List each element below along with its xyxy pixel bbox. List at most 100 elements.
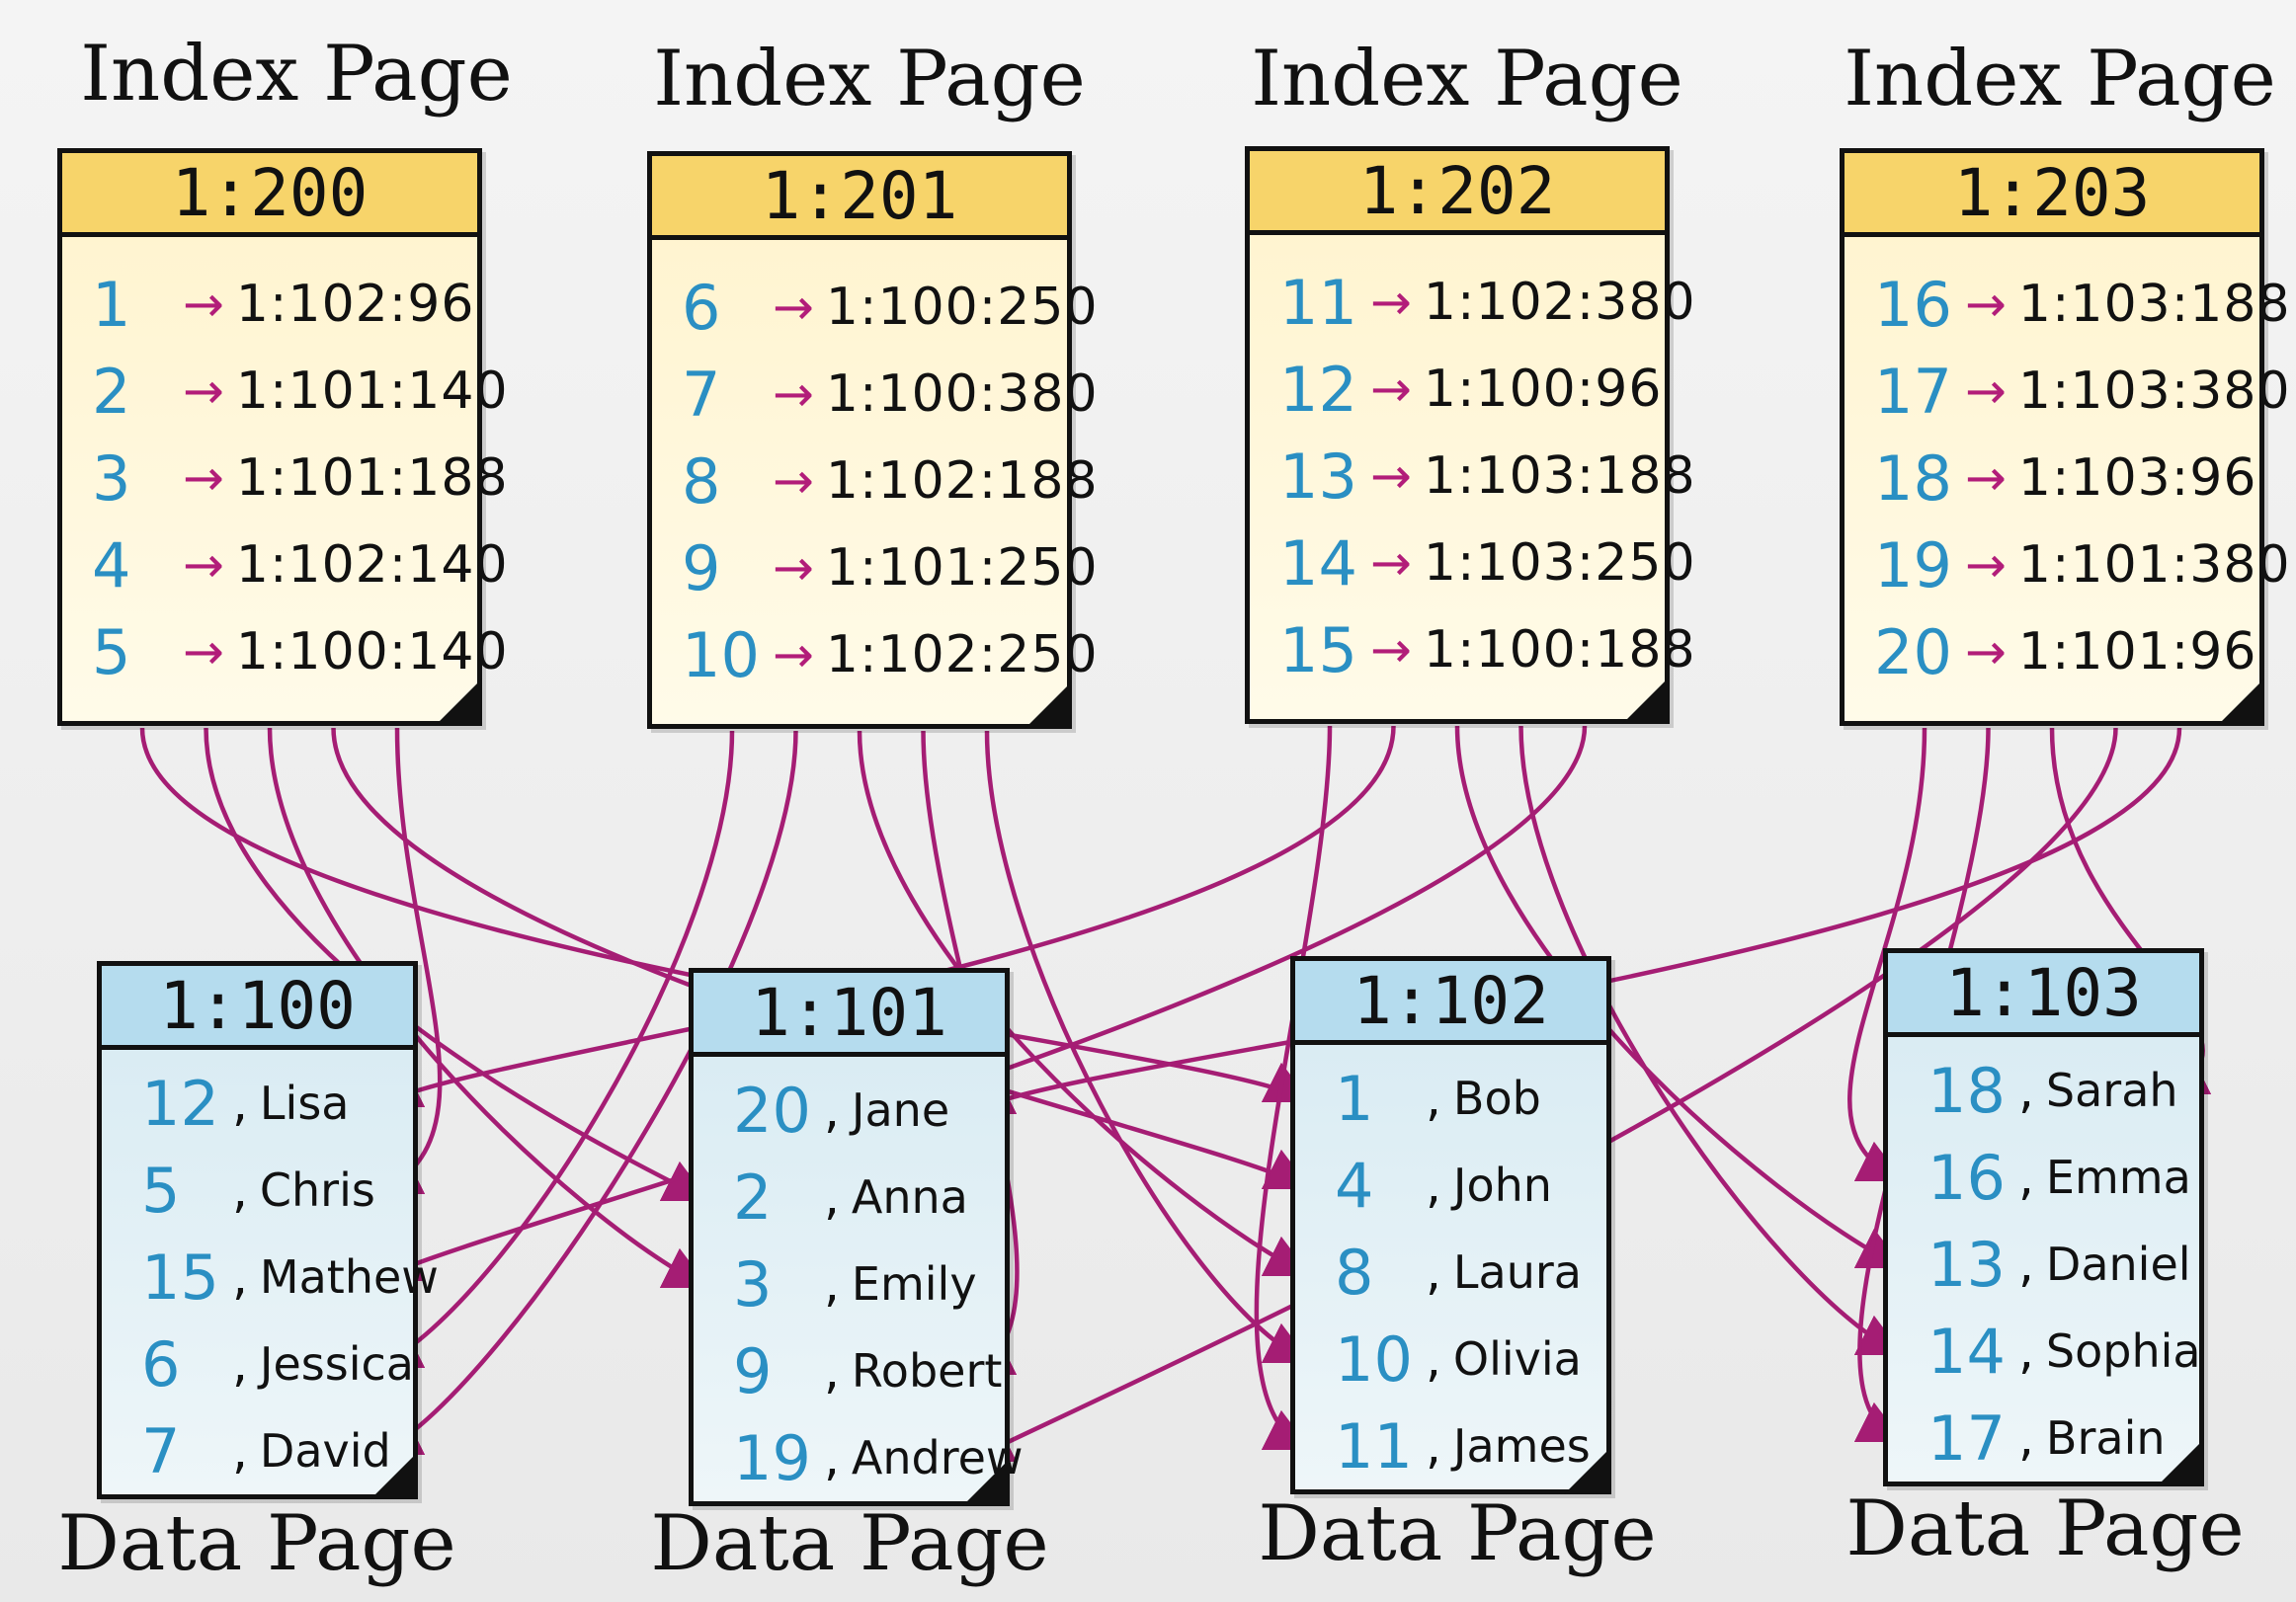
row-name: Emma [2045,1151,2191,1204]
row-key: 9 [733,1334,773,1407]
row-pointer: 1:102:250 [825,625,1099,684]
index-page-1-203: 1:203 16→1:103:188 17→1:103:380 18→1:103… [1840,148,2290,726]
page-fold-icon [2217,679,2264,726]
row-separator: , [2018,1236,2034,1293]
index-key: 1 [92,268,131,341]
data-row: 10,Olivia [1295,1316,1606,1402]
index-key: 10 [682,618,760,691]
row-key: 15 [141,1241,219,1314]
row-key: 2 [733,1161,773,1234]
row-pointer: 1:102:96 [235,275,475,334]
row-key: 17 [1927,1402,2006,1475]
index-key: 3 [92,441,131,515]
row-pointer: 1:100:250 [825,278,1099,337]
index-entry: 4 →1:102:140 [62,521,508,608]
row-key: 18 [1927,1054,2006,1127]
arrow-icon: → [1370,360,1412,418]
row-pointer: 1:102:140 [235,535,509,595]
index-key: 4 [92,528,131,601]
row-pointer: 1:103:188 [1423,446,1696,506]
arrow-icon: → [1965,362,2007,420]
arrow-icon: → [1370,447,1412,505]
arrow-icon: → [773,452,814,510]
index-key: 13 [1279,440,1357,513]
data-row: 12,Lisa [102,1060,413,1147]
row-pointer: 1:100:380 [825,364,1099,424]
data-row: 5,Chris [102,1147,413,1234]
index-entry: 5→1:100:140 [62,608,508,695]
data-row: 13,Daniel [1888,1221,2199,1308]
data-page-caption: Data Page [650,1499,1049,1588]
row-key: 11 [1335,1409,1413,1482]
row-pointer: 1:101:188 [235,448,509,508]
index-key: 16 [1874,268,1952,341]
index-page-id: 1:203 [1845,153,2259,237]
index-page-1-202: 1:202 11→1:102:380 12→1:100:96 13→1:103:… [1245,146,1695,724]
row-key: 13 [1927,1228,2006,1301]
arrow-icon: → [1965,536,2007,594]
row-pointer: 1:101:96 [2017,622,2257,681]
row-separator: , [1426,1243,1441,1301]
row-pointer: 1:101:250 [825,538,1099,598]
data-page-1-103: 1:103 18,Sarah 16,Emma 13,Daniel 14,Soph… [1883,948,2204,1486]
arrow-icon: → [183,276,224,333]
row-key: 20 [733,1074,811,1147]
row-name: Sarah [2045,1064,2178,1117]
row-key: 1 [1335,1062,1374,1135]
row-separator: , [1426,1070,1441,1127]
index-page-caption: Index Page [653,35,1086,123]
row-name: David [259,1424,391,1478]
index-entry: 6 →1:100:250 [652,264,1098,351]
data-row: 15,Mathew [102,1234,439,1321]
row-separator: , [824,1429,840,1486]
row-name: Mathew [259,1250,439,1304]
row-separator: , [2018,1149,2034,1206]
data-row: 9,Robert [694,1327,1005,1414]
row-pointer: 1:100:140 [235,622,509,681]
index-entry: 7→1:100:380 [652,351,1098,438]
row-pointer: 1:101:380 [2017,535,2291,595]
arrow-icon: → [1370,274,1412,331]
row-name: Sophia [2045,1324,2201,1378]
row-name: Anna [851,1170,968,1224]
row-key: 16 [1927,1141,2006,1214]
arrow-icon: → [183,536,224,594]
row-pointer: 1:102:188 [825,451,1099,511]
row-separator: , [232,1075,248,1132]
page-fold-icon [1622,677,1670,724]
arrow-icon: → [773,365,814,423]
index-entry: 8→1:102:188 [652,438,1098,524]
index-key: 17 [1874,355,1952,428]
arrow-icon: → [773,539,814,597]
page-fold-icon [2157,1439,2204,1486]
row-pointer: 1:100:188 [1423,620,1696,680]
arrow-icon: → [773,626,814,683]
index-entry: 17→1:103:380 [1845,348,2290,435]
index-key: 2 [92,355,131,428]
row-separator: , [1426,1417,1441,1475]
index-entry: 19→1:101:380 [1845,521,2290,608]
data-page-1-101: 1:101 20,Jane 2,Anna 3,Emily 9,Robert 19… [689,968,1024,1506]
row-separator: , [824,1168,840,1226]
row-name: Daniel [2045,1238,2191,1291]
data-row: 1,Bob [1295,1055,1606,1142]
index-entry: 12→1:100:96 [1250,346,1665,433]
arrow-icon: → [1370,621,1412,679]
data-page-id: 1:102 [1295,961,1606,1045]
index-page-1-201: 1:201 6→1:100:250 7→1:100:380 8→1:102:18… [647,151,1098,729]
index-entry: 11→1:102:380 [1250,259,1695,346]
index-key: 15 [1279,613,1357,686]
index-page-caption: Index Page [80,30,513,119]
data-page-caption: Data Page [1845,1484,2245,1573]
data-page-caption: Data Page [57,1499,456,1588]
arrow-icon: → [773,279,814,336]
row-key: 19 [733,1421,811,1494]
index-entry: 16→1:103:188 [1845,261,2290,348]
index-key: 6 [682,271,721,344]
row-key: 7 [141,1414,181,1487]
data-row: 2,Anna [694,1154,1005,1241]
index-entry: 9→1:101:250 [652,524,1098,611]
row-key: 10 [1335,1322,1413,1396]
page-fold-icon [962,1459,1010,1506]
row-separator: , [824,1081,840,1139]
